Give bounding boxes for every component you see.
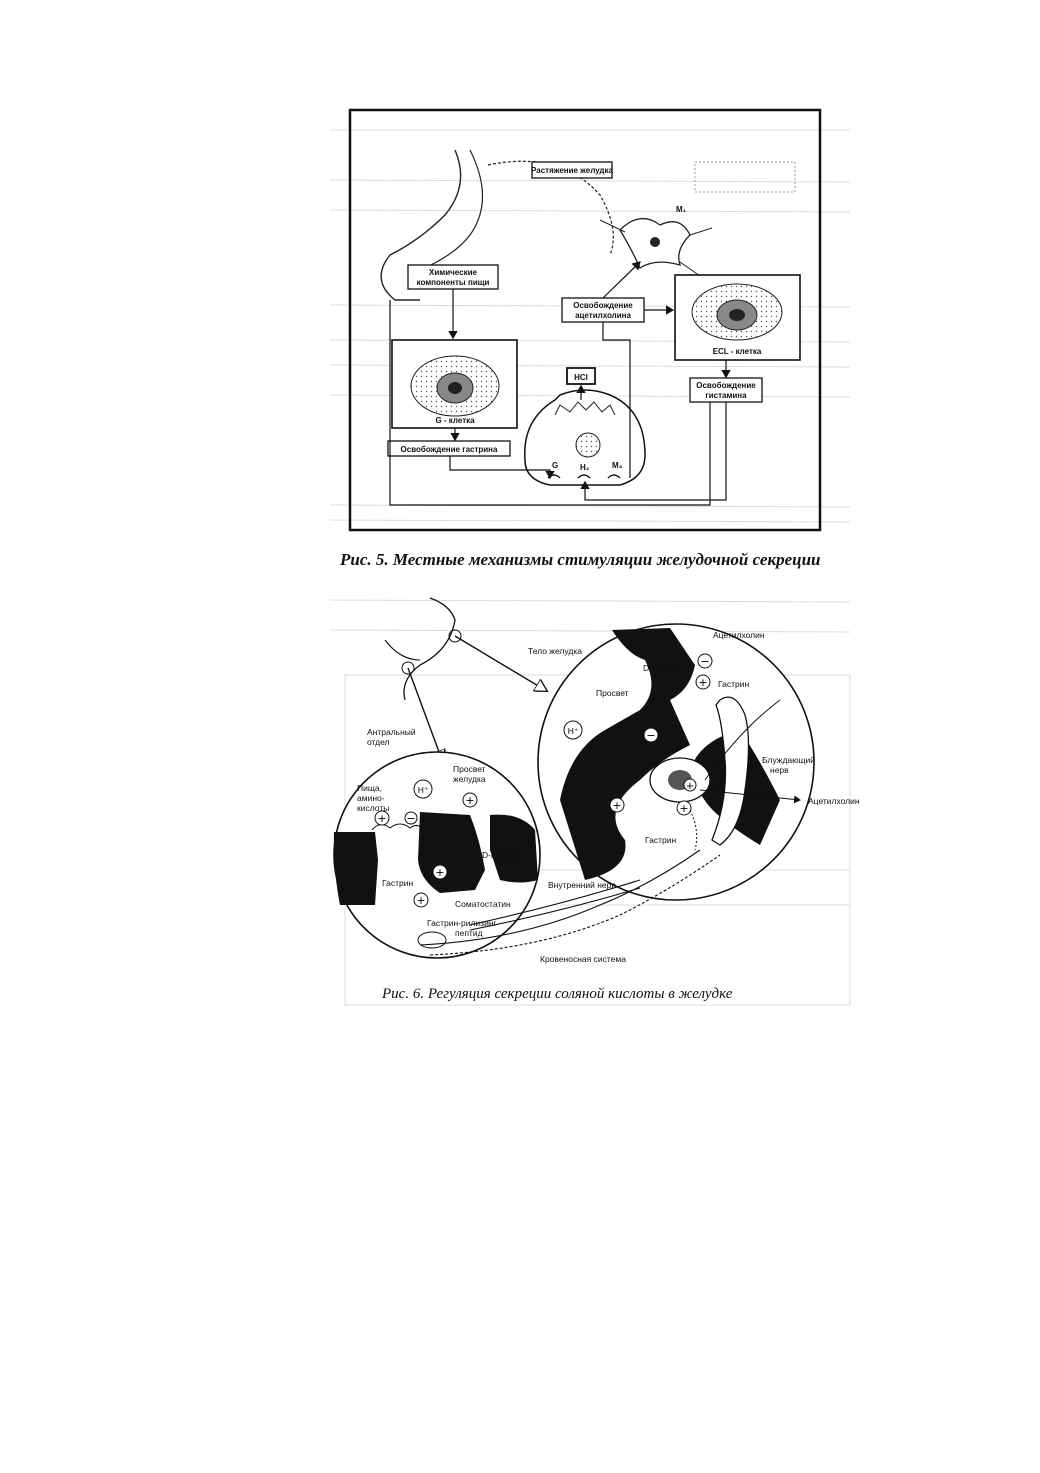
g-cell: G - клетка (391, 339, 518, 429)
svg-text:H⁺: H⁺ (568, 726, 579, 736)
figure5-arrows (389, 261, 731, 506)
figure6-caption: Рис. 6. Регуляция секреции соляной кисло… (382, 986, 733, 1002)
stomach-outline (380, 149, 462, 301)
figure5-frame (348, 108, 822, 532)
svg-text:гистамина: гистамина (705, 391, 747, 400)
svg-text:Антральный: Антральный (367, 727, 416, 737)
svg-text:Внутренний нерв: Внутренний нерв (548, 880, 616, 890)
svg-text:H⁺: H⁺ (418, 785, 429, 795)
svg-text:Соматостатин: Соматостатин (455, 899, 511, 909)
svg-text:ацетилхолина: ацетилхолина (575, 311, 631, 320)
ecl-cell: ECL - клетка (674, 274, 801, 361)
parietal-cell (524, 389, 646, 486)
svg-text:Освобождение: Освобождение (573, 301, 633, 310)
svg-text:амино-: амино- (357, 793, 385, 803)
svg-text:Кровеносная система: Кровеносная система (540, 954, 626, 964)
svg-text:Освобождение гастрина: Освобождение гастрина (401, 445, 499, 454)
svg-text:Химические: Химические (429, 268, 477, 277)
svg-text:компоненты пищи: компоненты пищи (417, 278, 490, 287)
figure6-diagram: − + − H⁺ + + + + − H⁺ (333, 597, 860, 964)
box-histamine-release: Освобождение гистамина (689, 377, 763, 403)
svg-text:−: − (646, 729, 655, 742)
svg-text:Освобождение: Освобождение (696, 381, 756, 390)
svg-text:D-клетка: D-клетка (482, 850, 517, 860)
svg-text:Гастрин: Гастрин (382, 878, 413, 888)
box-ach-release: Освобождение ацетилхолина (561, 297, 645, 323)
svg-text:желудка: желудка (453, 774, 486, 784)
figure5-caption: Рис. 5. Местные механизмы стимуляции жел… (340, 550, 821, 569)
antrum-circle: + − H⁺ + + + (333, 751, 541, 959)
svg-text:+: + (416, 894, 425, 907)
svg-text:Ацетилхолин: Ацетилхолин (808, 796, 860, 806)
svg-text:Гастрин: Гастрин (645, 835, 676, 845)
svg-text:+: + (465, 794, 474, 807)
svg-text:Блуждающий: Блуждающий (762, 755, 815, 765)
stomach-body-circle: − + − H⁺ + + + (537, 623, 815, 901)
faint-box (694, 161, 796, 193)
vessel (711, 696, 750, 846)
svg-text:Ацетилхолин: Ацетилхолин (713, 630, 765, 640)
svg-text:H₂: H₂ (580, 463, 590, 472)
svg-text:+: + (612, 799, 621, 812)
svg-text:G: G (552, 461, 558, 470)
neuron-m1 (599, 218, 713, 277)
svg-text:нерв: нерв (770, 765, 789, 775)
svg-text:Просвет: Просвет (453, 764, 486, 774)
stomach-sketch (403, 597, 456, 701)
svg-text:Растяжение желудка: Растяжение желудка (531, 166, 613, 175)
svg-text:−: − (700, 655, 709, 668)
svg-text:G - клетка: G - клетка (435, 416, 475, 425)
mucosa-dark (560, 628, 695, 880)
svg-text:Пища,: Пища, (357, 783, 382, 793)
svg-text:Гастрин: Гастрин (718, 679, 749, 689)
box-hcl: HCl (566, 367, 596, 385)
svg-text:пептид: пептид (455, 928, 483, 938)
svg-text:M₃: M₃ (612, 461, 623, 470)
svg-text:G-клетка: G-клетка (383, 855, 418, 865)
svg-text:ECL - клетка: ECL - клетка (713, 347, 762, 356)
svg-text:+: + (679, 802, 688, 815)
svg-text:M₁: M₁ (676, 205, 687, 214)
figure5-diagram: Растяжение желудка Химические компоненты… (348, 108, 822, 532)
svg-text:−: − (406, 812, 415, 825)
svg-text:+: + (686, 781, 694, 792)
svg-text:отдел: отдел (367, 737, 390, 747)
figure6-labels: Тело желудка Ацетилхолин D-клетка Гастри… (357, 630, 860, 964)
svg-text:кислоты: кислоты (357, 803, 389, 813)
pathways (419, 849, 721, 956)
svg-text:+: + (698, 676, 707, 689)
svg-text:Просвет: Просвет (596, 688, 629, 698)
svg-text:D-клетка: D-клетка (643, 663, 678, 673)
svg-text:Тело желудка: Тело желудка (528, 646, 582, 656)
svg-text:+: + (377, 812, 386, 825)
svg-text:Гастрин-рилизинг: Гастрин-рилизинг (427, 918, 497, 928)
svg-text:HCl: HCl (574, 373, 588, 382)
box-food: Химические компоненты пищи (407, 264, 499, 290)
box-stretch: Растяжение желудка (531, 161, 614, 179)
svg-text:+: + (435, 866, 444, 879)
box-gastrin-release: Освобождение гастрина (387, 440, 511, 457)
